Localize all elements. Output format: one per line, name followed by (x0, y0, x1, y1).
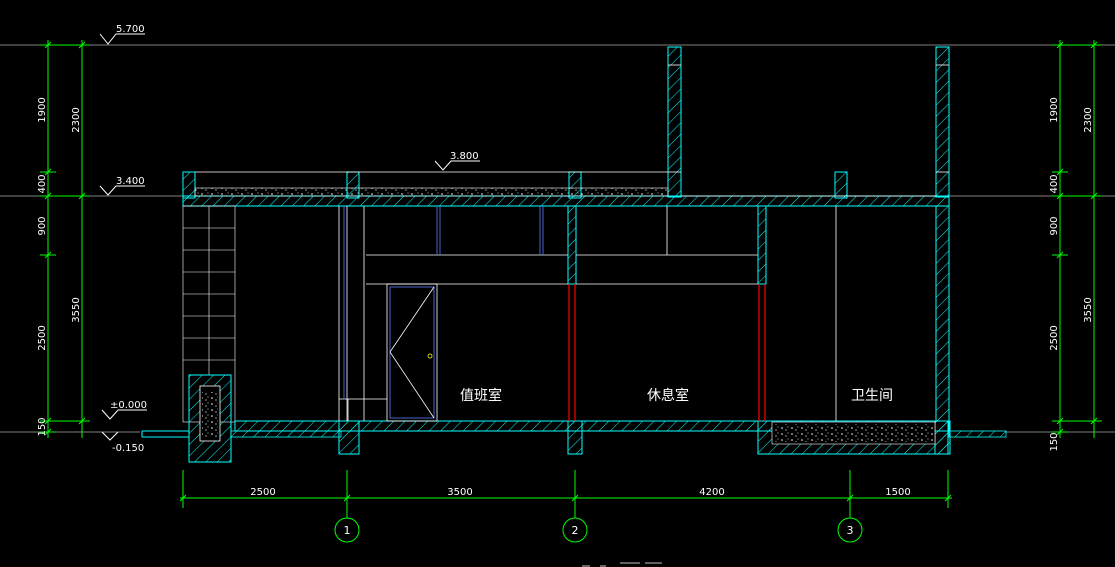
right-dim-2500: 2500 (1049, 325, 1060, 350)
elevation-floor-label: ±0.000 (110, 400, 147, 411)
elevation-ground-label: -0.150 (112, 443, 144, 454)
door (386, 283, 438, 422)
upper-wall-marks (668, 64, 949, 173)
axis-label-3: 3 (847, 524, 854, 537)
wall-toilet (757, 205, 767, 285)
bottom-dim-2: 3500 (447, 487, 472, 498)
lower-walls (567, 205, 950, 422)
right-dim-2300: 2300 (1083, 107, 1094, 132)
axis-label-2: 2 (572, 524, 579, 537)
right-dim-1900: 1900 (1049, 97, 1060, 122)
roof-insulation-band (194, 187, 669, 197)
axis-bubble-2: 2 (562, 517, 588, 543)
left-dim-1900: 1900 (37, 97, 48, 122)
axis-bubble-3: 3 (837, 517, 863, 543)
elevation-marker-roof: 3.400 (99, 176, 145, 196)
left-footing (188, 374, 232, 463)
left-dim-400: 400 (37, 174, 48, 193)
left-dim-2500: 2500 (37, 325, 48, 350)
room-label-toilet: 卫生间 (851, 388, 893, 404)
axis-bubble-1: 1 (334, 517, 360, 543)
cropped-title-fragment (582, 562, 662, 567)
left-dim-2300: 2300 (71, 107, 82, 132)
footing-axis-2 (567, 420, 583, 455)
footing-axis-1 (338, 420, 360, 455)
toilet-sunken-slab (757, 420, 949, 455)
elevation-roof-label: 3.400 (116, 176, 145, 187)
left-dim-900: 900 (37, 216, 48, 235)
upper-wall-middle (667, 46, 682, 198)
bottom-dimension-texts: 2500 3500 4200 1500 (250, 487, 910, 498)
wall-right-exterior (935, 205, 950, 422)
red-partitions (568, 284, 766, 421)
elevation-marker-parapet: 3.800 (434, 151, 480, 171)
upper-cabinets (343, 206, 544, 399)
room-label-duty: 值班室 (460, 387, 502, 404)
right-dimension-texts: 1900 400 900 2500 150 2300 3550 (1049, 97, 1094, 451)
right-dim-400: 400 (1049, 174, 1060, 193)
upper-walls (667, 46, 950, 198)
bottom-dimension-chain (179, 470, 952, 518)
door-handle (427, 353, 433, 359)
parapet-left (182, 171, 196, 199)
roof-slab (182, 171, 950, 207)
axis-label-1: 1 (344, 524, 351, 537)
elevation-marker-top: 5.700 (99, 24, 145, 45)
elevation-parapet-label: 3.800 (450, 151, 479, 162)
room-label-rest: 休息室 (647, 387, 689, 404)
upper-wall-right (935, 46, 950, 198)
left-dim-3550: 3550 (71, 297, 82, 322)
wall-axis-2 (567, 205, 577, 285)
elevation-top-label: 5.700 (116, 24, 145, 35)
bottom-dim-3: 4200 (699, 487, 724, 498)
right-dim-3550: 3550 (1083, 297, 1094, 322)
elevation-marker-floor: ±0.000 (101, 400, 147, 420)
right-dim-900: 900 (1049, 216, 1060, 235)
bottom-dim-1: 2500 (250, 487, 275, 498)
parapet-stub-3 (834, 171, 848, 199)
left-dimension-chain (40, 40, 90, 438)
elevation-marker-ground: -0.150 (101, 431, 144, 454)
right-dimension-chain (1052, 40, 1102, 438)
left-dimension-texts: 1900 400 900 2500 150 2300 3550 (37, 97, 82, 436)
right-dim-150: 150 (1049, 432, 1060, 451)
left-dim-150: 150 (37, 417, 48, 436)
bottom-dim-4: 1500 (885, 487, 910, 498)
